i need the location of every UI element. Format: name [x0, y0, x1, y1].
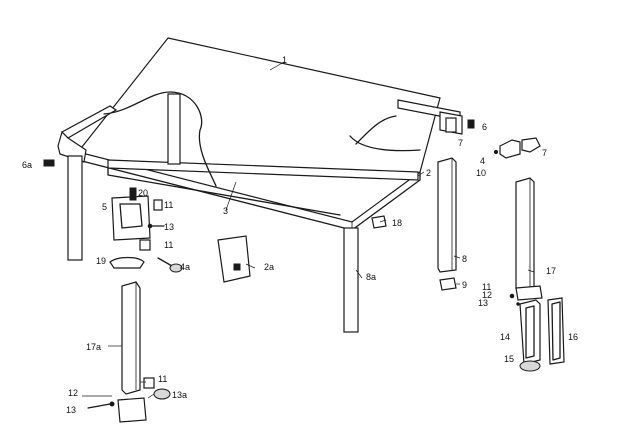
leg-17a [87, 281, 171, 423]
leader-lines [82, 61, 535, 409]
part-label-9: 9 [462, 280, 467, 290]
part-label-8: 8 [462, 254, 467, 264]
part-label-14: 14 [500, 332, 510, 342]
corner-bracket [445, 117, 541, 159]
part-label-11c: 11 [482, 282, 491, 292]
part-label-17a: 17a [86, 342, 101, 352]
part-label-13b: 13 [478, 298, 488, 308]
part-label-5: 5 [102, 202, 107, 212]
part-label-10: 10 [476, 168, 486, 178]
part-label-18: 18 [392, 218, 402, 228]
part-label-2: 2 [426, 168, 431, 178]
part-label-16: 16 [568, 332, 578, 342]
part-label-3: 3 [223, 206, 228, 216]
sleeve-2a [217, 235, 251, 283]
part-label-19: 19 [96, 256, 106, 266]
part-label-12b: 12 [68, 388, 78, 398]
part-label-7a: 7 [458, 138, 463, 148]
part-label-17: 17 [546, 266, 556, 276]
part-label-13a: 13 [164, 222, 174, 232]
cable-channel [103, 91, 217, 187]
part-label-2a: 2a [264, 262, 274, 272]
part-label-6: 6 [482, 122, 487, 132]
part-label-20: 20 [138, 188, 148, 198]
part-label-12a: 12 [482, 290, 492, 300]
part-label-11a: 11 [164, 200, 173, 210]
part-label-4: 4 [480, 156, 485, 166]
part-label-8a: 8a [366, 272, 376, 282]
part-label-13c: 13 [66, 405, 76, 415]
pad-9 [439, 277, 457, 291]
part-label-15: 15 [504, 354, 514, 364]
part-label-4a: 4a [180, 262, 190, 272]
part-label-7b: 7 [542, 148, 547, 158]
part-labels: 122a344a566a7788a91011111111121213131313… [22, 55, 578, 415]
part-label-11d: 11 [158, 374, 167, 384]
leg-17 [509, 177, 543, 306]
part-label-11b: 11 [164, 240, 173, 250]
part-label-1: 1 [282, 55, 287, 65]
part-label-13s: 13a [172, 390, 187, 400]
foot-6a [43, 159, 55, 167]
height-adjust-mechanism [109, 187, 183, 273]
clip-18 [371, 215, 387, 229]
columns-14-16 [519, 297, 565, 372]
table-legs [67, 93, 457, 333]
part-label-6a: 6a [22, 160, 32, 170]
